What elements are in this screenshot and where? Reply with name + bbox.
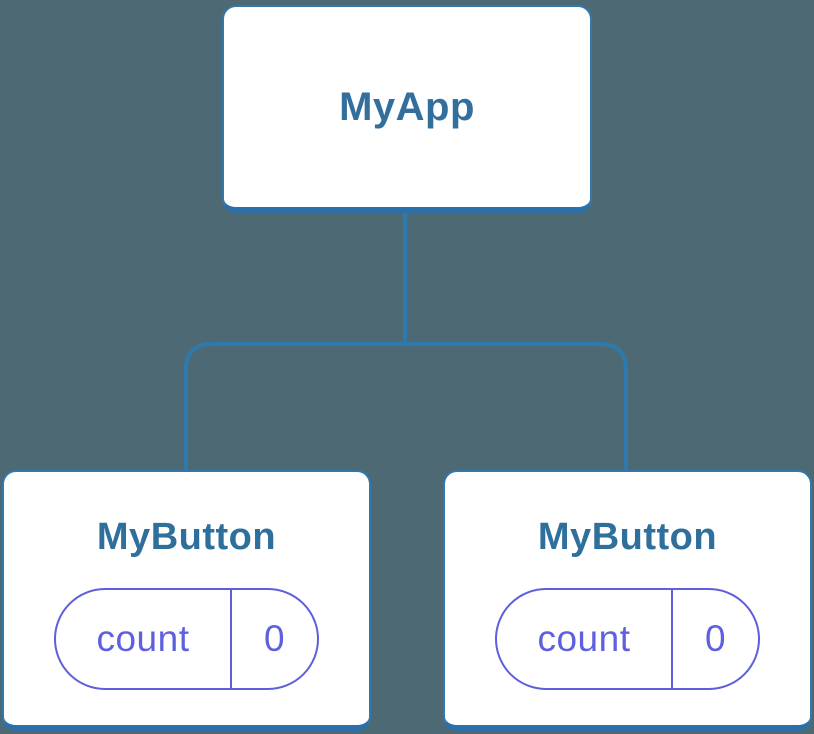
state-name-right: count	[537, 617, 631, 659]
state-name-cell: count	[56, 590, 230, 688]
pill-divider	[671, 589, 673, 688]
state-value-cell: 0	[673, 590, 758, 688]
node-myapp-label: MyApp	[339, 85, 475, 129]
node-mybutton-left: MyButton count 0	[2, 470, 371, 731]
pill-divider	[230, 589, 232, 688]
node-mybutton-right-label: MyButton	[537, 516, 718, 558]
connector-bracket	[184, 342, 628, 472]
state-value-left: 0	[263, 617, 286, 659]
state-value-cell: 0	[232, 590, 317, 688]
state-name-left: count	[96, 617, 190, 659]
node-mybutton-left-label: MyButton	[96, 516, 277, 558]
state-pill-right: count 0	[495, 587, 760, 690]
state-pill-left: count 0	[54, 587, 319, 690]
node-mybutton-right: MyButton count 0	[443, 470, 812, 731]
node-myapp: MyApp	[222, 5, 592, 213]
state-name-cell: count	[497, 590, 671, 688]
state-value-right: 0	[704, 617, 727, 659]
